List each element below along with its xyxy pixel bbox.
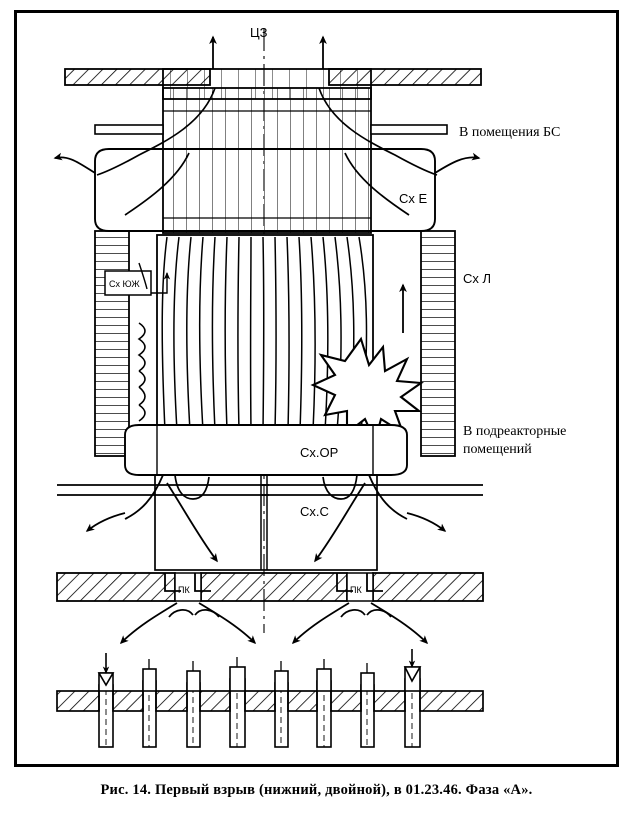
label-to-subreactor-rooms-1: В подреакторные — [463, 424, 566, 439]
scheme-e-chamber — [94, 148, 436, 232]
siphon-traps — [174, 474, 358, 500]
main-floor-slab — [56, 572, 484, 602]
steam-flow-curves-upper — [96, 87, 438, 216]
scheme-s-level — [57, 474, 483, 571]
pk-support-brackets — [164, 573, 383, 592]
pipe-valve-markers — [97, 649, 422, 687]
left-bellows-coil — [137, 322, 146, 422]
label-pk-left: ПК — [178, 585, 190, 595]
upper-block-assembly — [162, 87, 372, 234]
label-scheme-l: Сх Л — [463, 271, 491, 286]
scheme-s-escape-arrows — [85, 512, 447, 532]
figure-border-frame: Сх Е ЦЗ В помещения БС — [14, 10, 619, 767]
scheme-s-flow-curves — [124, 474, 408, 563]
vertical-pipe-group — [98, 678, 421, 748]
label-scheme-s: Сх.С — [300, 504, 329, 519]
label-to-subreactor-rooms-2: помещений — [463, 442, 532, 457]
label-pk-right: ПК — [350, 585, 362, 595]
left-side-column — [94, 230, 130, 457]
upper-escape-arrows — [53, 152, 481, 174]
figure-caption: Рис. 14. Первый взрыв (нижний, двойной),… — [100, 782, 533, 798]
explosion-starburst-icon — [310, 336, 424, 445]
label-scheme-or: Сх.ОР — [300, 445, 338, 460]
below-floor-arrows — [119, 602, 429, 645]
label-scheme-yuzh: Сх ЮЖ — [109, 279, 140, 289]
lower-slab-with-pipes — [56, 666, 484, 748]
label-scheme-e: Сх Е — [399, 191, 428, 206]
lower-slab-segments — [56, 690, 484, 712]
pipe-top-leaders — [148, 657, 368, 673]
pipe-stubs-above-slab — [98, 666, 421, 692]
label-central-hall: ЦЗ — [250, 25, 268, 40]
reactor-cross-section-diagram: Сх Е ЦЗ В помещения БС — [53, 25, 566, 748]
core-channel-lines — [161, 236, 368, 432]
scheme-or-chamber — [124, 424, 408, 476]
pipe-center-lines — [105, 683, 413, 747]
right-side-column — [420, 230, 456, 457]
top-vent-arrows — [209, 35, 327, 69]
label-to-bs-rooms: В помещения БС — [459, 125, 560, 140]
roof-slab — [64, 68, 482, 100]
scheme-yuzh-callout: Сх ЮЖ — [104, 262, 171, 296]
side-ledges — [94, 124, 448, 135]
